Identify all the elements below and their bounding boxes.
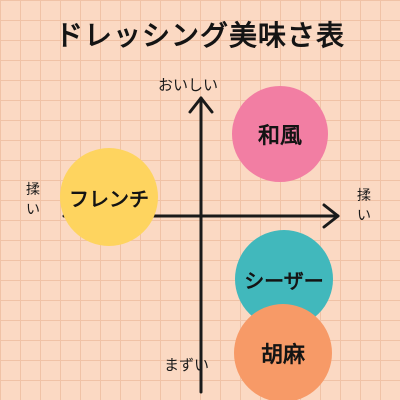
circle-wafu: 和風 bbox=[232, 86, 328, 182]
circle-label-wafu: 和風 bbox=[257, 124, 302, 149]
circle-label-french: フレンチ bbox=[69, 186, 149, 211]
axis-label-top: おいしい bbox=[158, 76, 219, 94]
axis-label-left: 揉い bbox=[26, 182, 40, 218]
circle-label-caesar: シーザー bbox=[244, 268, 324, 293]
vertical-axis-arrowhead bbox=[188, 96, 214, 114]
axis-label-bottom: まずい bbox=[164, 356, 210, 374]
circle-goma: 胡麻 bbox=[234, 304, 332, 400]
axis-label-right: 揉い bbox=[357, 188, 371, 224]
horizontal-axis-arrowhead bbox=[322, 203, 340, 229]
circle-french: フレンチ bbox=[60, 148, 158, 246]
circle-label-goma: 胡麻 bbox=[260, 343, 305, 368]
diagram-title: ドレッシング美味さ表 bbox=[54, 19, 345, 52]
